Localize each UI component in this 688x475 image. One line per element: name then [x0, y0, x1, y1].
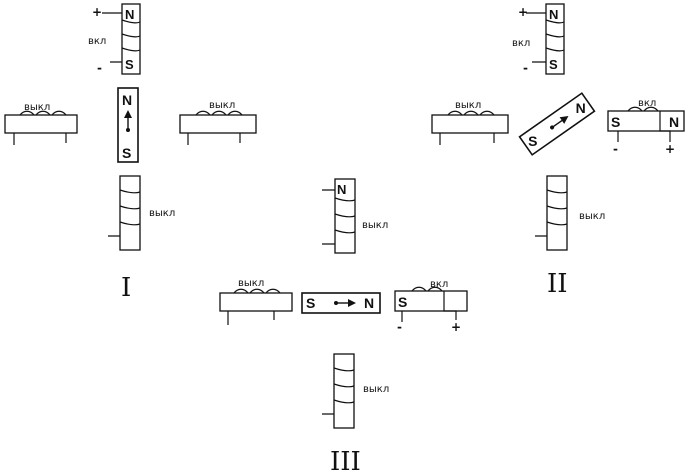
terminal-minus: - — [397, 320, 402, 334]
group-numeral: I — [121, 273, 131, 303]
state-label-off: выкл — [362, 220, 388, 231]
pole-north: N — [669, 114, 679, 130]
coil-left-off: выкл — [219, 278, 293, 325]
permanent-magnet-rotated: S N — [518, 92, 596, 156]
state-label-off: выкл — [238, 278, 264, 289]
group-numeral: II — [547, 269, 568, 299]
state-label-off: выкл — [363, 384, 389, 395]
state-label-off: выкл — [149, 208, 175, 219]
coil-bottom-off: выкл — [108, 175, 175, 251]
terminal-plus: + — [451, 320, 461, 334]
group-numeral: III — [330, 447, 361, 475]
permanent-magnet: N S — [117, 87, 139, 163]
group-two: N S + - вкл выкл S N S N - + — [431, 3, 685, 299]
terminal-minus: - — [613, 142, 618, 156]
pole-south: S — [122, 145, 131, 161]
pole-north: N — [549, 7, 558, 22]
group-three: выкл S N S - + вкл выкл III — [219, 278, 468, 475]
coil-bottom-off: выкл — [535, 175, 605, 251]
coil-right-on: S N - + вкл — [607, 98, 685, 156]
pole-north: N — [125, 7, 134, 22]
state-label-off: выкл — [455, 100, 481, 111]
pole-south: S — [611, 114, 620, 130]
pole-north: N — [576, 100, 586, 116]
terminal-plus: + — [518, 5, 528, 19]
terminal-minus: - — [523, 61, 528, 75]
pole-south: S — [398, 294, 407, 310]
pole-north: N — [122, 92, 132, 108]
pole-south: S — [549, 57, 558, 72]
coil-top-on: N S + - вкл — [88, 3, 141, 75]
terminal-plus: + — [665, 142, 675, 156]
coil-right-off: выкл — [179, 100, 257, 145]
terminal-minus: - — [97, 61, 102, 75]
pole-south: S — [306, 295, 315, 311]
group-one: N S + - вкл выкл N S выкл — [4, 3, 257, 303]
coil-right-on: S - + вкл — [394, 279, 468, 334]
coil-center-on: N выкл — [322, 178, 388, 254]
pole-south: S — [528, 133, 537, 149]
state-label-off: выкл — [24, 102, 50, 113]
coil-left-off: выкл — [431, 100, 509, 145]
coil-top-on: N S + - вкл — [512, 3, 565, 75]
pole-north: N — [364, 295, 374, 311]
permanent-magnet: S N — [301, 292, 381, 314]
state-label-on: вкл — [512, 38, 530, 49]
state-label-off: выкл — [209, 100, 235, 111]
state-label-on: вкл — [430, 279, 448, 290]
pole-north: N — [337, 182, 346, 197]
coil-left-off: выкл — [4, 102, 78, 145]
state-label-off: выкл — [579, 211, 605, 222]
state-label-on: вкл — [638, 98, 656, 109]
pole-south: S — [125, 57, 134, 72]
group-center: N выкл — [322, 178, 388, 254]
terminal-plus: + — [92, 5, 102, 19]
coil-bottom-off: выкл — [322, 353, 389, 429]
state-label-on: вкл — [88, 36, 106, 47]
